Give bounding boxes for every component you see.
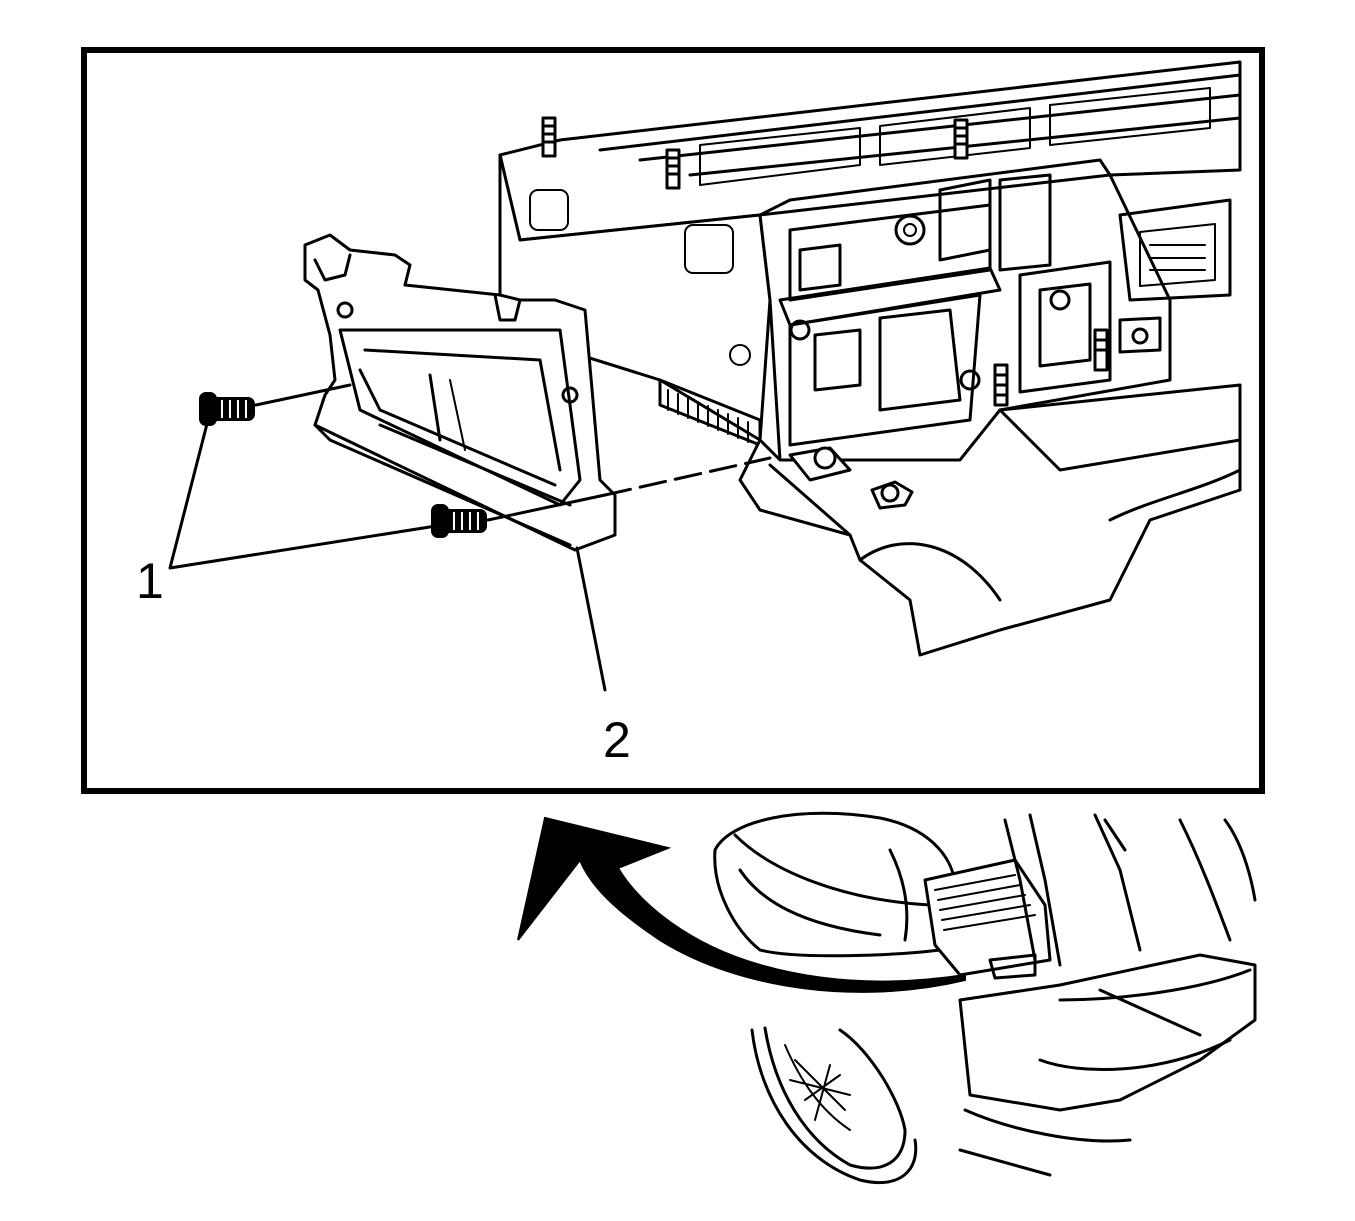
side-window	[529, 189, 569, 231]
top-stud	[665, 148, 681, 190]
leader-line-2	[575, 546, 607, 692]
top-stud	[541, 116, 557, 158]
vehicle-locator-view	[517, 811, 1257, 1185]
battery-module-assembly	[498, 60, 1242, 657]
callout-1: 1	[136, 553, 164, 609]
tray-stud	[1093, 328, 1109, 372]
callout-2: 2	[603, 712, 631, 768]
side-window	[684, 224, 734, 274]
location-arrow	[517, 816, 966, 993]
tray-stud	[788, 446, 852, 482]
bolt-lower	[431, 504, 487, 538]
locator-battery-pack	[923, 858, 1052, 977]
rear-wheel	[750, 1026, 918, 1185]
alignment-line-lower	[486, 493, 607, 522]
tray-nut	[870, 480, 914, 510]
alignment-dashed-line	[603, 456, 772, 497]
bolt-upper	[199, 392, 255, 426]
top-stud	[953, 118, 969, 160]
tray-stud	[993, 363, 1009, 407]
battery-cover	[303, 233, 617, 552]
leader-line-1	[168, 418, 438, 570]
side-hole	[729, 344, 751, 366]
alignment-line-upper	[254, 383, 352, 407]
